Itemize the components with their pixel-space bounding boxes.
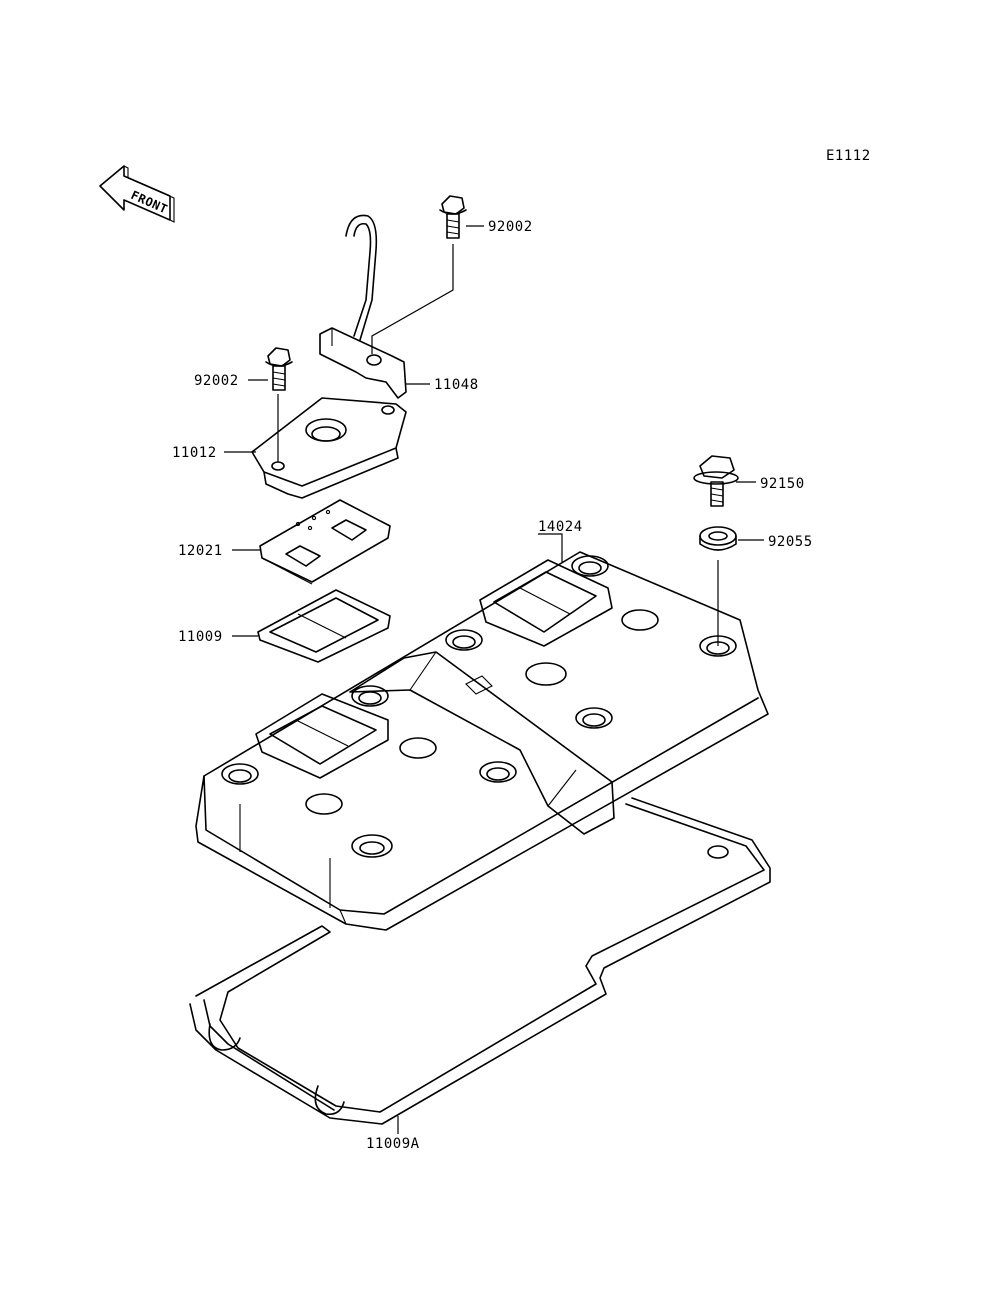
callout-11009A: 11009A (366, 1136, 420, 1152)
callout-12021: 12021 (178, 543, 223, 559)
washer-92055 (699, 526, 737, 551)
bolt-92002-left (265, 347, 293, 391)
cover-gasket-11009A (189, 797, 771, 1125)
front-arrow-icon: FRONT (99, 165, 175, 223)
pipe-bracket-11048 (319, 214, 407, 399)
callout-92002-left: 92002 (194, 373, 239, 389)
callout-11048: 11048 (434, 377, 479, 393)
bolt-92150 (693, 455, 739, 507)
callout-92055: 92055 (768, 534, 813, 550)
front-arrow-label: FRONT (129, 188, 170, 216)
callout-92150: 92150 (760, 476, 805, 492)
gasket-small-11009 (257, 589, 391, 663)
bolt-92002-top (439, 195, 467, 239)
callout-11009: 11009 (178, 629, 223, 645)
callout-11012: 11012 (172, 445, 217, 461)
breather-cover-11012 (251, 397, 407, 499)
callout-14024: 14024 (538, 519, 583, 535)
cylinder-head-cover-14024 (195, 551, 769, 931)
diagram-code: E1112 (826, 148, 871, 164)
callout-92002-top: 92002 (488, 219, 533, 235)
plate-12021 (259, 499, 391, 585)
